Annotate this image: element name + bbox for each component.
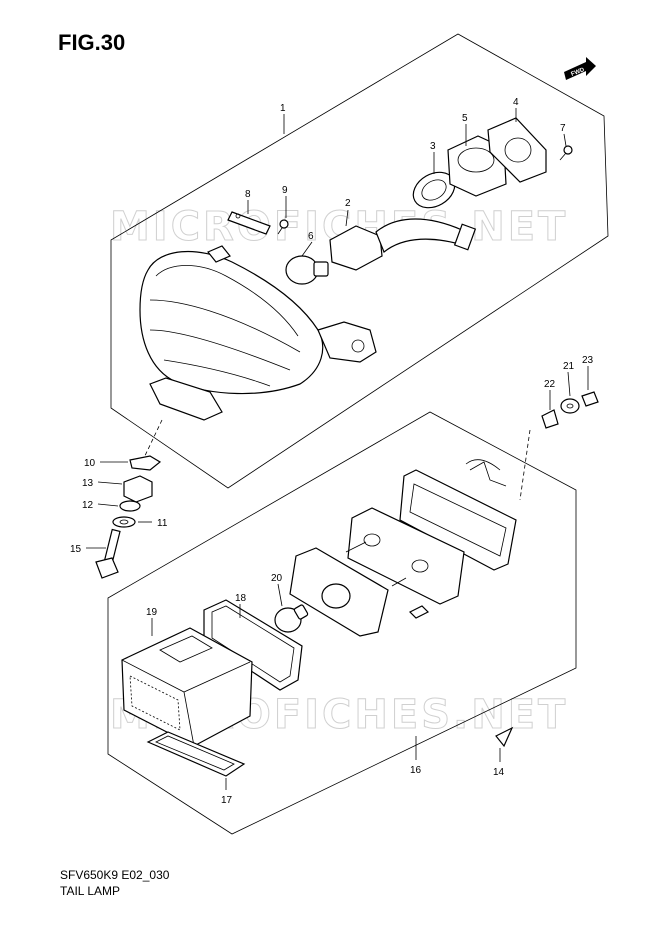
callout-9: 9 [282, 185, 288, 196]
tail-lamp-housing [139, 245, 377, 421]
screw-9 [277, 219, 289, 235]
license-lamp-base [289, 429, 531, 637]
callout-20: 20 [271, 573, 283, 584]
lower-group-frame [107, 411, 577, 835]
callout-2: 2 [345, 198, 351, 209]
figure-title: FIG.30 [58, 30, 126, 55]
callout-14: 14 [493, 767, 505, 778]
callout-16: 16 [410, 765, 422, 776]
nut-washer-set [541, 391, 599, 429]
callout-10: 10 [84, 458, 96, 469]
callout-12: 12 [82, 500, 94, 511]
callout-23: 23 [582, 355, 594, 366]
callout-13: 13 [82, 478, 94, 489]
fwd-arrow-icon: FWD [564, 57, 596, 80]
fwd-label: FWD [570, 67, 586, 78]
callout-15: 15 [70, 544, 82, 555]
bulb-license [274, 604, 309, 633]
callout-17: 17 [221, 795, 233, 806]
callout-4: 4 [513, 97, 519, 108]
callout-6: 6 [308, 231, 314, 242]
mount-bolts [345, 541, 430, 619]
callout-18: 18 [235, 593, 247, 604]
callout-3: 3 [430, 141, 436, 152]
figure-name: TAIL LAMP [60, 884, 121, 898]
license-lens-cover [121, 627, 253, 747]
license-lens [146, 731, 246, 777]
bracket-8 [227, 211, 271, 235]
callout-11: 11 [157, 518, 168, 529]
callout-21: 21 [563, 361, 575, 372]
upper-group-frame [110, 33, 609, 489]
callout-5: 5 [462, 113, 468, 124]
callout-19: 19 [146, 607, 158, 618]
reflector-14 [495, 726, 514, 748]
callout-7: 7 [560, 123, 566, 134]
bulb-tail [285, 255, 329, 285]
figure-code: SFV650K9 E02_030 [60, 868, 170, 882]
screw-7 [559, 145, 573, 161]
callout-8: 8 [245, 189, 251, 200]
callout-22: 22 [544, 379, 556, 390]
fastener-stack [95, 419, 163, 579]
leader-lines [86, 108, 589, 790]
callout-1: 1 [280, 103, 286, 114]
socket-with-harness [329, 218, 477, 271]
